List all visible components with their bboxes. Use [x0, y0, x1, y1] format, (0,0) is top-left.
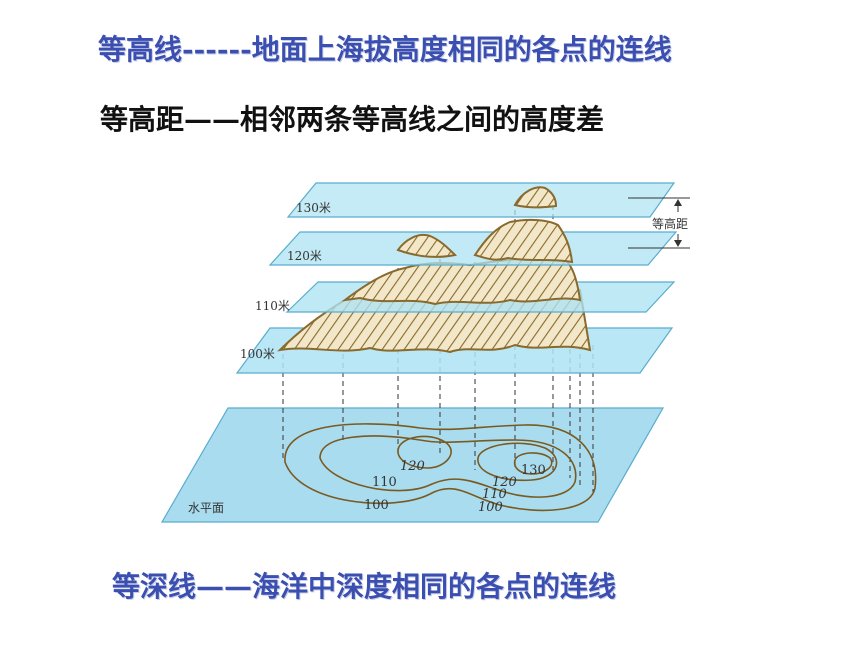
plane-label-130: 130米 [296, 201, 331, 215]
contour-label-right-120: 120 [492, 475, 517, 490]
contour-100 [284, 423, 597, 512]
contour-label-right-100: 100 [478, 500, 503, 515]
isobath-definition: 等深线——海洋中深度相同的各点的连线 [112, 570, 617, 603]
contour-120-left [397, 435, 452, 469]
contour-map [284, 423, 597, 512]
plane-120 [268, 231, 678, 266]
plane-label-100: 100米 [240, 347, 275, 361]
contour-definition: 等高线------地面上海拔高度相同的各点的连线 [98, 33, 672, 66]
terrain-band-120 [473, 218, 574, 264]
terrain-peak-left [396, 234, 458, 258]
contour-label-left-110: 110 [372, 475, 397, 490]
terrain-summit [513, 186, 558, 209]
plane-label-110: 110米 [255, 299, 290, 313]
contour-130 [513, 452, 553, 475]
terrain-band-110 [341, 253, 582, 306]
contour-label-right-110: 110 [482, 487, 507, 502]
interval-label: 等高距 [652, 216, 688, 231]
base-plane-label: 水平面 [188, 501, 224, 515]
interval-indicator [628, 197, 690, 249]
contour-120-right [477, 442, 558, 482]
plane-130 [286, 182, 676, 218]
contour-label-right-130: 130 [521, 463, 546, 478]
contour-110 [319, 435, 577, 498]
plane-label-120: 120米 [287, 249, 322, 263]
contour-label-left-100: 100 [364, 498, 389, 513]
contour-label-left-120: 120 [400, 459, 425, 474]
interval-definition: 等高距——相邻两条等高线之间的高度差 [100, 103, 605, 136]
